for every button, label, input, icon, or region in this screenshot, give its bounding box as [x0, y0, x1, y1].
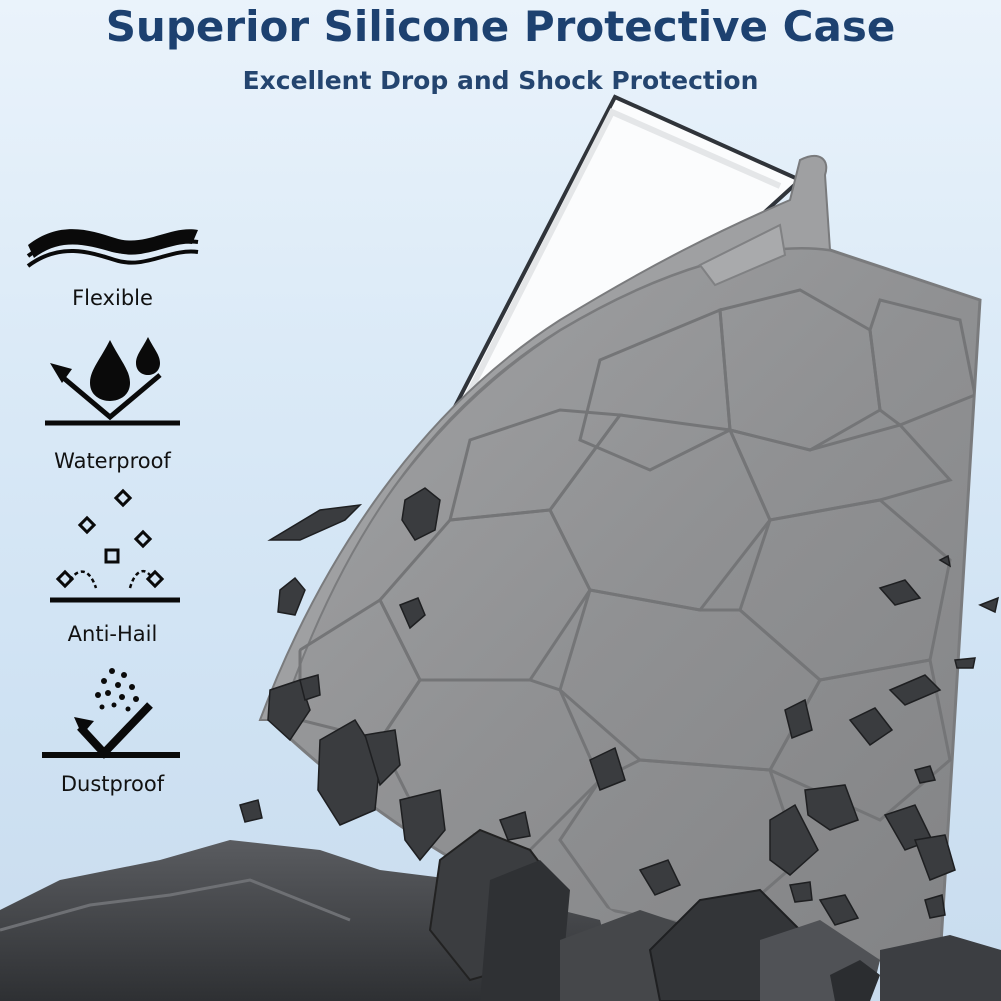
- flexible-layers-icon: [26, 229, 199, 268]
- silicone-case: [258, 155, 982, 962]
- flying-debris: [239, 487, 1000, 926]
- page-subtitle: Excellent Drop and Shock Protection: [242, 66, 759, 95]
- feature-label-flexible: Flexible: [72, 286, 153, 310]
- page-title: Superior Silicone Protective Case: [105, 2, 896, 51]
- anti-hail-icon: [50, 488, 180, 603]
- feature-label-anti-hail: Anti-Hail: [67, 622, 158, 646]
- feature-label-waterproof: Waterproof: [54, 449, 171, 473]
- ground-rocks: [0, 828, 1001, 1001]
- dustproof-icon: [42, 668, 180, 759]
- feature-label-dustproof: Dustproof: [60, 772, 165, 796]
- waterproof-drops-icon: [45, 337, 180, 426]
